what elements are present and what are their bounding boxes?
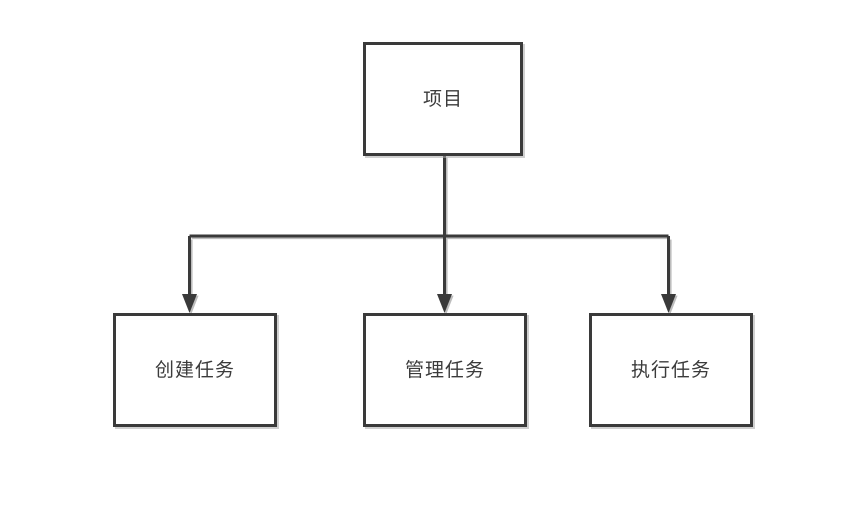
node-root-project[interactable]: 项目 <box>363 42 523 156</box>
node-label: 管理任务 <box>404 358 485 381</box>
node-execute-task[interactable]: 执行任务 <box>589 313 753 427</box>
arrowhead-center <box>437 294 452 313</box>
node-create-task[interactable]: 创建任务 <box>113 313 277 427</box>
arrowhead-left <box>182 294 197 313</box>
node-label: 项目 <box>422 87 463 110</box>
node-label: 执行任务 <box>630 358 711 381</box>
node-manage-task[interactable]: 管理任务 <box>363 313 527 427</box>
arrowhead-right <box>661 294 676 313</box>
node-label: 创建任务 <box>154 358 235 381</box>
